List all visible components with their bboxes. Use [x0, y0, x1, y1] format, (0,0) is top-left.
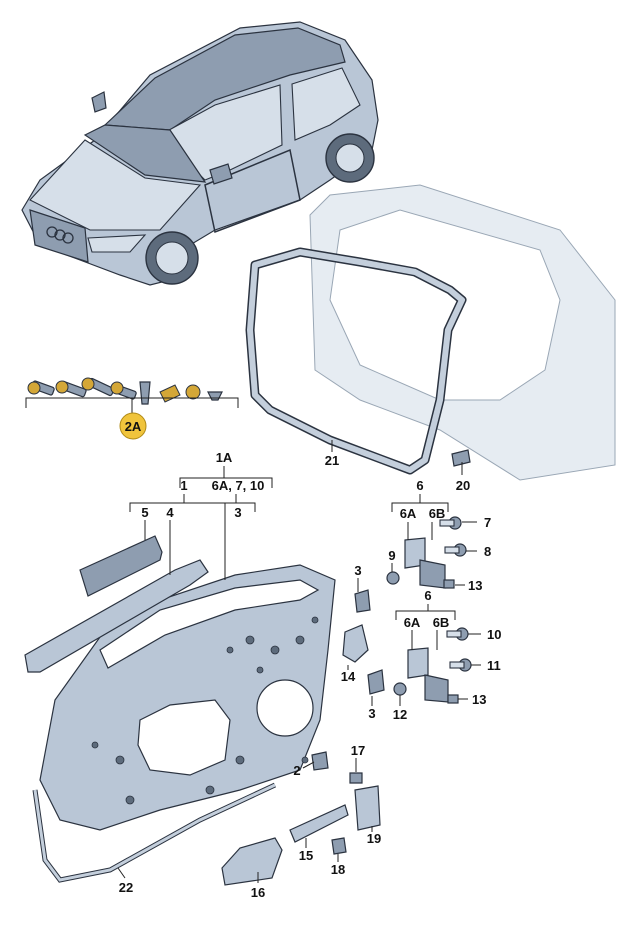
bolt-icon: [27, 380, 55, 396]
part-16-cover: [221, 837, 283, 886]
label-6a-top: 6A: [400, 506, 417, 521]
label-13-bot: 13: [472, 692, 486, 707]
part-14: [342, 624, 369, 663]
bolt-set-2a: [25, 377, 239, 440]
label-6b-bot: 6B: [433, 615, 450, 630]
label-14: 14: [341, 669, 356, 684]
label-19: 19: [367, 831, 381, 846]
hinge-icon: [404, 537, 446, 589]
label-2a: 2A: [125, 419, 142, 434]
bolt-icon: [393, 682, 407, 696]
label-6a-7-10: 6A, 7, 10: [212, 478, 265, 493]
label-1: 1: [180, 478, 187, 493]
label-21: 21: [325, 453, 339, 468]
label-7: 7: [484, 515, 491, 530]
leader-lines: [117, 440, 481, 883]
label-22: 22: [119, 880, 133, 895]
label-8: 8: [484, 544, 491, 559]
label-12: 12: [393, 707, 407, 722]
car-illustration-icon: [21, 21, 379, 286]
bolt-icon: [449, 658, 472, 672]
label-3-top: 3: [234, 505, 241, 520]
label-6-bot: 6: [424, 588, 431, 603]
label-11: 11: [487, 658, 501, 673]
bolt-icon: [159, 384, 181, 403]
bolt-icon: [139, 381, 151, 405]
label-16: 16: [251, 885, 265, 900]
label-2: 2: [293, 763, 300, 778]
label-9: 9: [388, 548, 395, 563]
body-side-ghost: [309, 184, 616, 481]
bolt-icon: [185, 384, 201, 400]
door-seal-21: [245, 247, 467, 475]
part-5-pad: [79, 535, 163, 597]
part-18-bolt: [331, 837, 347, 855]
label-15: 15: [299, 848, 313, 863]
label-18: 18: [331, 862, 345, 877]
bolt-icon: [81, 377, 115, 397]
label-6a-bot: 6A: [404, 615, 421, 630]
part-2a-highlight-badge: [119, 412, 147, 440]
label-10: 10: [487, 627, 501, 642]
hinge-icon: [407, 647, 449, 703]
label-3-mid: 3: [354, 563, 361, 578]
label-1a: 1A: [216, 450, 233, 465]
part-15-strap: [289, 804, 349, 843]
bolt-icon: [207, 391, 223, 401]
bolt-icon: [447, 694, 459, 704]
part-3-bracket: [354, 589, 371, 613]
clip-20-icon: [451, 449, 471, 467]
bolt-icon: [446, 627, 469, 641]
part-4-strip: [24, 559, 209, 673]
bolt-icon: [443, 579, 455, 589]
label-13-top: 13: [468, 578, 482, 593]
label-20: 20: [456, 478, 470, 493]
part-3-bracket: [367, 669, 385, 695]
label-4: 4: [166, 505, 174, 520]
part-17-bolt: [349, 772, 363, 784]
door-shell-icon: [39, 564, 336, 831]
label-3-low: 3: [368, 706, 375, 721]
label-17: 17: [351, 743, 365, 758]
part-2-plug: [311, 751, 329, 771]
bolt-icon: [439, 516, 462, 530]
label-5: 5: [141, 505, 148, 520]
label-6b-top: 6B: [429, 506, 446, 521]
bolt-icon: [386, 571, 400, 585]
part-labels: 1A 1 6A, 7, 10 3 5 4 2A 21 20 6 6A 6B 7 …: [119, 419, 502, 900]
bolt-icon: [110, 381, 137, 400]
bolt-icon: [55, 380, 87, 398]
label-6-top: 6: [416, 478, 423, 493]
bolt-icon: [444, 543, 467, 557]
part-19-bracket: [354, 785, 381, 831]
